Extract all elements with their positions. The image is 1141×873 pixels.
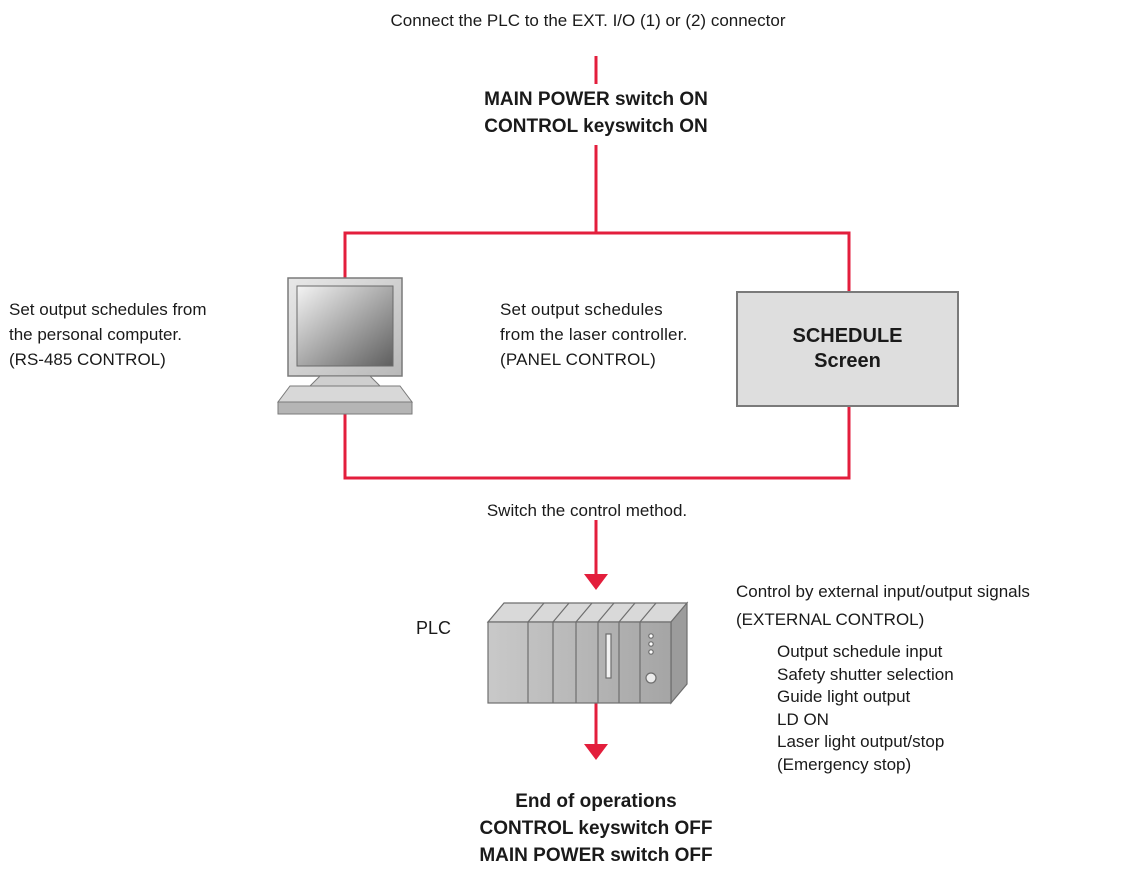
pc-line-1: Set output schedules from (9, 300, 207, 319)
control-keyswitch-on: CONTROL keyswitch ON (484, 116, 708, 137)
switch-control-text: Switch the control method. (486, 501, 688, 520)
pc-line-2: the personal computer. (9, 325, 182, 344)
screen-label: Screen (814, 350, 881, 372)
panel-line-1: Set output schedules (500, 300, 663, 319)
external-title: Control by external input/output signals (736, 582, 1030, 601)
arrow-to-plc (584, 574, 608, 590)
schedule-label: SCHEDULE (792, 325, 903, 347)
end-of-operations: End of operations CONTROL keyswitch OFF … (479, 788, 712, 869)
arrow-to-end (584, 744, 608, 760)
main-power-on: MAIN POWER switch ON (484, 89, 708, 110)
connect-instruction: Connect the PLC to the EXT. I/O (1) or (… (390, 11, 786, 30)
power-on-steps: MAIN POWER switch ON CONTROL keyswitch O… (484, 86, 708, 140)
pc-branch-text: Set output schedules from the personal c… (9, 297, 207, 372)
personal-computer-icon (277, 277, 413, 415)
list-item: (Emergency stop) (777, 754, 912, 774)
list-item: Laser light output/stop (777, 732, 945, 752)
panel-line-3: (PANEL CONTROL) (500, 350, 657, 369)
plc-rack-icon (486, 601, 689, 705)
panel-branch-text: Set output schedules from the laser cont… (500, 297, 688, 372)
list-item: Guide light output (777, 687, 911, 707)
external-mode: (EXTERNAL CONTROL) (736, 610, 925, 629)
main-power-off: MAIN POWER switch OFF (479, 845, 713, 866)
list-item: Safety shutter selection (777, 664, 954, 684)
schedule-screen-box: SCHEDULE Screen (736, 291, 959, 407)
control-keyswitch-off: CONTROL keyswitch OFF (479, 818, 713, 839)
plc-label: PLC (416, 618, 452, 638)
end-title: End of operations (515, 791, 677, 812)
external-signal-list: Output schedule input Safety shutter sel… (777, 641, 954, 777)
list-item: LD ON (777, 709, 829, 729)
pc-line-3: (RS-485 CONTROL) (9, 350, 166, 369)
list-item: Output schedule input (777, 642, 943, 661)
panel-line-2: from the laser controller. (500, 325, 688, 344)
branch-frame (343, 231, 851, 291)
branch-frame-bottom (343, 407, 851, 480)
